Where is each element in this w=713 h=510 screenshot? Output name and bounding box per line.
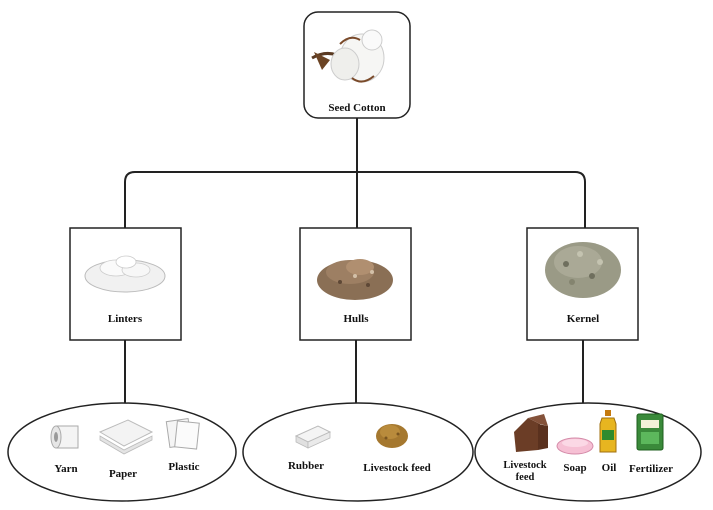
branch-label-linters: Linters [108,313,143,325]
product-label-livestock-feed-kernel-line2: feed [516,472,535,483]
product-label-paper: Paper [109,468,137,480]
product-label-livestock-feed-kernel-line1: Livestock [503,460,546,471]
product-group-hulls: Rubber Livestock feed [242,402,474,502]
product-label-livestock-feed-hulls: Livestock feed [363,462,431,474]
feed-cake-icon [514,414,548,452]
branch-node-linters: Linters [69,227,182,341]
product-label-yarn: Yarn [54,463,77,475]
oil-bottle-icon [599,410,617,453]
branch-node-kernel: Kernel [526,227,639,341]
product-label-oil: Oil [602,462,617,474]
hulls-pile-icon [317,259,393,300]
branch-label-hulls: Hulls [343,313,369,325]
product-label-soap: Soap [563,462,586,474]
root-label: Seed Cotton [328,102,385,114]
kernel-pile-icon [545,242,621,298]
yarn-roll-icon [50,425,79,449]
product-label-fertilizer: Fertilizer [629,463,673,475]
plastic-sheets-icon [165,418,200,450]
product-label-plastic: Plastic [168,461,199,473]
feed-pile-icon [376,424,408,448]
connector-lines [124,118,586,403]
cotton-boll-icon [311,29,385,83]
rubber-block-icon [294,425,332,449]
product-group-kernel: Livestock feed Soap Oil Fertilizer [474,402,702,502]
branch-label-kernel: Kernel [567,313,599,325]
paper-stack-icon [98,419,154,455]
linters-pile-icon [84,255,166,293]
soap-bar-icon [556,437,594,455]
fertilizer-bag-icon [636,413,664,451]
branch-node-hulls: Hulls [299,227,412,341]
product-label-rubber: Rubber [288,460,324,472]
product-group-linters: Yarn Paper Plastic [7,402,237,502]
root-node: Seed Cotton [303,11,411,119]
